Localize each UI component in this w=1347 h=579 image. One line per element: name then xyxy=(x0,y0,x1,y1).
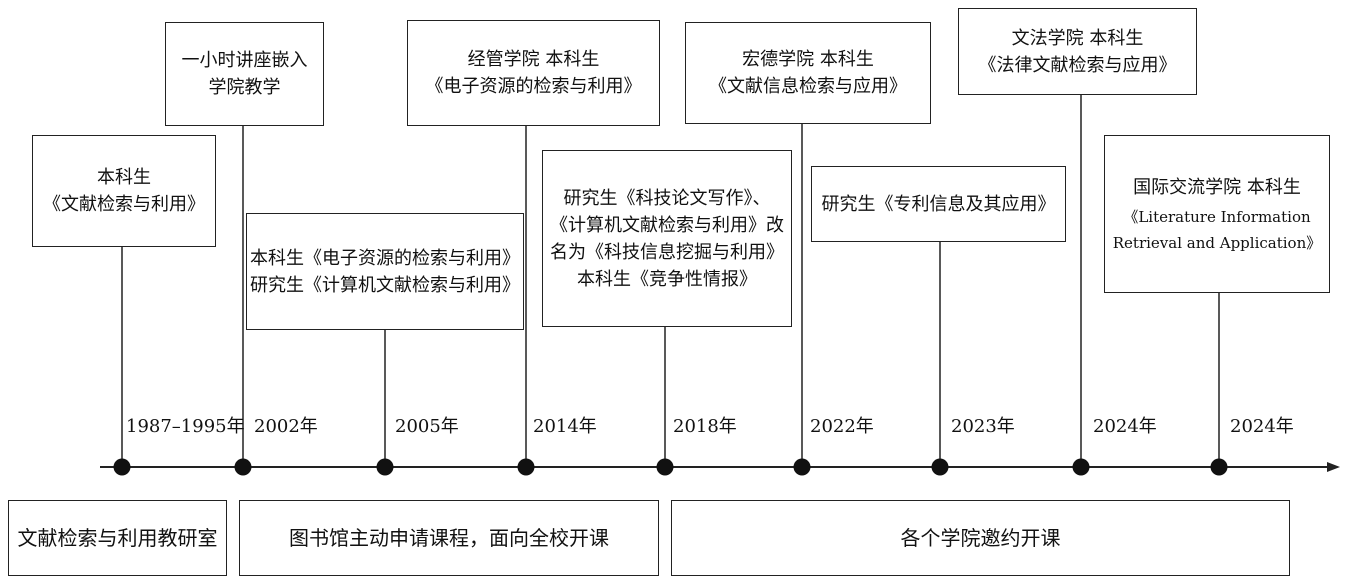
year-label: 2005年 xyxy=(395,416,459,437)
event-box-2005: 本科生《电子资源的检索与利用》 研究生《计算机文献检索与利用》 xyxy=(246,213,524,330)
timeline-node xyxy=(517,458,535,476)
event-box-1987-1995: 本科生 《文献检索与利用》 xyxy=(32,135,216,247)
timeline-node xyxy=(376,458,394,476)
event-text: 名为《科技信息挖掘与利用》 xyxy=(550,241,784,263)
year-label: 1987–1995年 xyxy=(126,416,245,437)
event-text: 《文献检索与利用》 xyxy=(43,194,205,215)
event-text: 《电子资源的检索与利用》 xyxy=(425,76,642,97)
event-box-2018: 研究生《科技论文写作》、 《计算机文献检索与利用》改 名为《科技信息挖掘与利用》… xyxy=(542,150,792,327)
event-text: 《法律文献检索与应用》 xyxy=(978,54,1177,76)
year-label: 2024年 xyxy=(1093,416,1157,437)
event-text: 经管学院 本科生 xyxy=(467,49,600,70)
event-text: 文法学院 本科生 xyxy=(1011,27,1144,49)
event-text: 研究生《科技论文写作》、 xyxy=(563,187,771,209)
phase-label: 图书馆主动申请课程，面向全校开课 xyxy=(289,526,609,550)
timeline-node xyxy=(1210,458,1228,476)
timeline-node xyxy=(234,458,252,476)
phase-box-1: 文献检索与利用教研室 xyxy=(8,500,227,576)
event-text: 本科生《电子资源的检索与利用》 xyxy=(250,247,520,269)
phase-label: 文献检索与利用教研室 xyxy=(17,526,218,550)
event-text: 研究生《计算机文献检索与利用》 xyxy=(250,274,520,296)
event-box-2002: 一小时讲座嵌入 学院教学 xyxy=(165,22,324,126)
event-text: 《文献信息检索与应用》 xyxy=(709,76,907,97)
timeline-node xyxy=(1072,458,1090,476)
phase-box-2: 图书馆主动申请课程，面向全校开课 xyxy=(239,500,659,576)
year-label: 2024年 xyxy=(1230,416,1294,437)
event-box-2014: 经管学院 本科生 《电子资源的检索与利用》 xyxy=(407,20,660,126)
phase-box-3: 各个学院邀约开课 xyxy=(671,500,1290,576)
year-label: 2023年 xyxy=(951,416,1015,437)
event-box-2022: 宏德学院 本科生 《文献信息检索与应用》 xyxy=(685,22,931,124)
event-text: Retrieval and Application》 xyxy=(1112,233,1322,252)
event-text: 本科生 xyxy=(97,167,151,188)
event-box-2024-law: 文法学院 本科生 《法律文献检索与应用》 xyxy=(958,8,1197,95)
timeline-node xyxy=(113,458,131,476)
event-text: 《Literature Information xyxy=(1123,207,1311,226)
year-label: 2002年 xyxy=(254,416,318,437)
event-box-2023: 研究生《专利信息及其应用》 xyxy=(811,166,1066,242)
event-text: 《计算机文献检索与利用》改 xyxy=(550,214,784,236)
event-text: 宏德学院 本科生 xyxy=(742,49,874,70)
event-text: 本科生《竞争性情报》 xyxy=(577,268,757,290)
year-label: 2018年 xyxy=(673,416,737,437)
timeline-node xyxy=(931,458,949,476)
timeline-arrowhead xyxy=(1327,462,1340,472)
event-box-2024-international: 国际交流学院 本科生 《Literature Information Retri… xyxy=(1104,135,1330,293)
year-label: 2014年 xyxy=(533,416,597,437)
event-text: 学院教学 xyxy=(208,77,281,98)
event-text: 研究生《专利信息及其应用》 xyxy=(821,193,1056,215)
timeline-node xyxy=(656,458,674,476)
year-label: 2022年 xyxy=(810,416,874,437)
timeline-node xyxy=(793,458,811,476)
phase-label: 各个学院邀约开课 xyxy=(900,526,1061,550)
event-text: 国际交流学院 本科生 xyxy=(1133,177,1301,198)
event-text: 一小时讲座嵌入 xyxy=(181,50,308,71)
